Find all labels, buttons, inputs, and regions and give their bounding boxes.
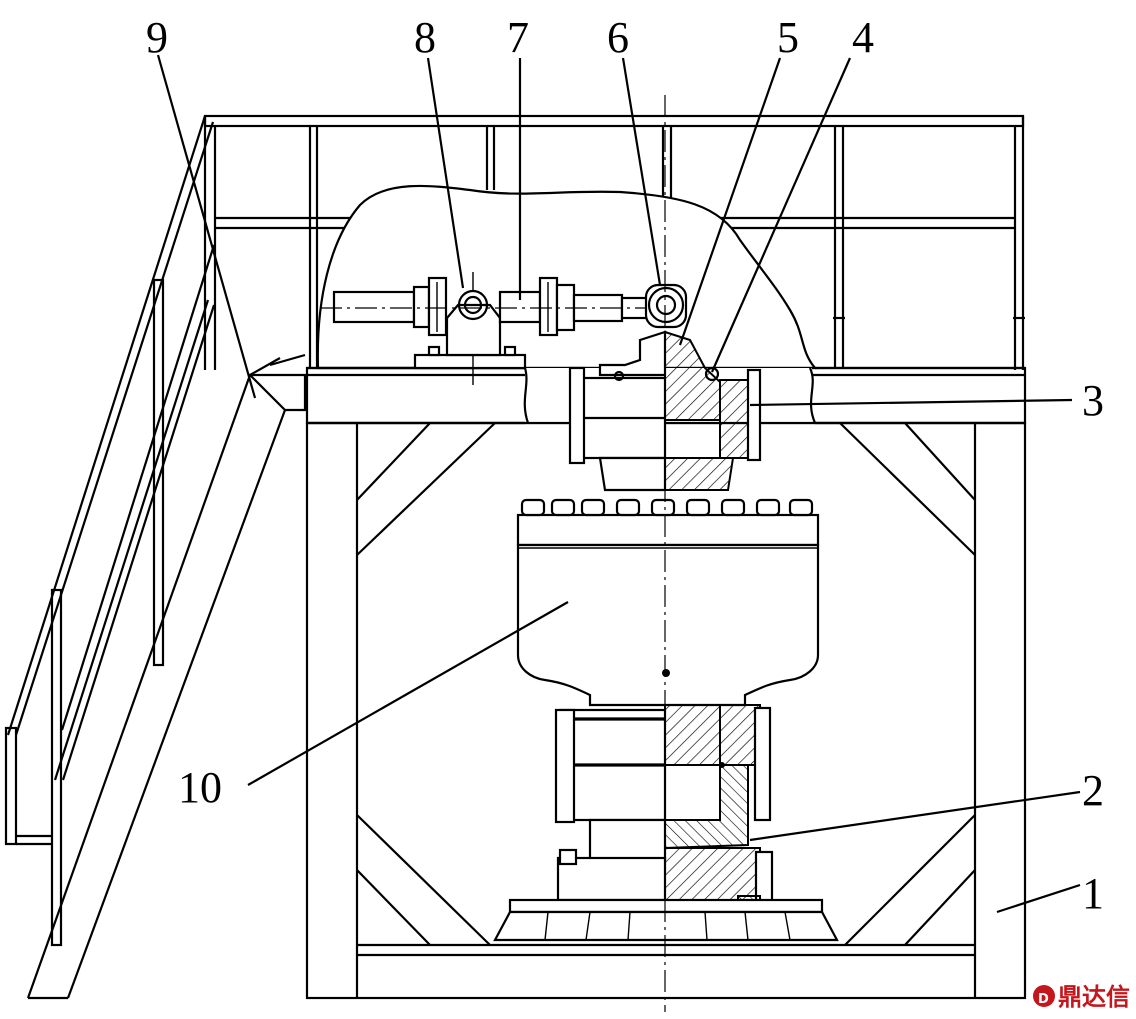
leader-5 bbox=[678, 57, 782, 346]
watermark: D 鼎达信 bbox=[1033, 983, 1130, 1011]
base-plate bbox=[493, 898, 839, 942]
lower-spool-2 bbox=[554, 704, 774, 911]
callout-5: 5 bbox=[777, 13, 799, 62]
leader-lines bbox=[156, 54, 1081, 914]
leader-9 bbox=[156, 54, 257, 399]
watermark-logo-icon bbox=[1033, 985, 1055, 1007]
callout-4: 4 bbox=[852, 13, 874, 62]
leader-6 bbox=[621, 57, 662, 286]
callout-10: 10 bbox=[178, 763, 222, 812]
leader-10 bbox=[247, 601, 569, 786]
leader-8 bbox=[426, 57, 465, 289]
callout-2: 2 bbox=[1082, 766, 1104, 815]
leader-4 bbox=[710, 57, 852, 373]
watermark-text: 鼎达信 bbox=[1058, 983, 1130, 1011]
callout-labels: 1 2 3 4 5 6 7 8 9 10 bbox=[146, 13, 1104, 918]
callout-3: 3 bbox=[1082, 376, 1104, 425]
callout-8: 8 bbox=[414, 13, 436, 62]
staircase bbox=[4, 115, 307, 1000]
drive-shaft-7 bbox=[320, 276, 650, 337]
wellhead-body-10 bbox=[516, 513, 820, 707]
break-out-region bbox=[316, 184, 818, 370]
leader-2 bbox=[749, 790, 1081, 842]
callout-1: 1 bbox=[1082, 869, 1104, 918]
callout-6: 6 bbox=[607, 13, 629, 62]
top-guardrail bbox=[203, 114, 1025, 370]
swivel-joint-6 bbox=[644, 283, 688, 329]
callout-7: 7 bbox=[507, 13, 529, 62]
svg-text:D: D bbox=[1038, 992, 1049, 1007]
bonnet-bolts bbox=[520, 498, 814, 517]
callout-9: 9 bbox=[146, 13, 168, 62]
leader-1 bbox=[996, 883, 1081, 914]
upper-flange-assembly bbox=[568, 330, 762, 492]
leader-3 bbox=[749, 398, 1073, 407]
